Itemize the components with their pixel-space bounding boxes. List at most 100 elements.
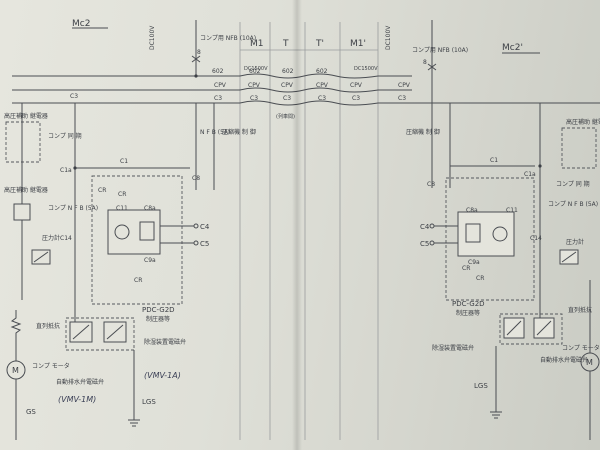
left-code-c8a: C8a — [144, 205, 156, 212]
left-nfb-5a: コンプ N F B (5A) — [48, 205, 98, 212]
right-code-c8a: C8a — [466, 207, 478, 214]
left-aux-contactor: 高圧補助 継電器 — [4, 112, 48, 120]
ground-icon — [490, 411, 502, 419]
left-code-c8: C8 — [192, 175, 200, 182]
gauge-needle — [561, 251, 577, 263]
controller-box — [91, 175, 183, 305]
right-relay-block — [465, 223, 481, 243]
column-header-t: T — [282, 39, 289, 49]
left-auto-valve-label: 自動排水弁電磁弁 — [56, 378, 104, 386]
left-section-title: Mc2 — [72, 19, 90, 29]
left-wire-cpv: CPV — [214, 82, 227, 89]
right-code-c1: C1 — [490, 157, 498, 164]
right-lgs: LGS — [474, 382, 488, 390]
gauge-needle — [33, 251, 49, 263]
right-code-c5: C5 — [420, 240, 429, 248]
left-code-c14: C14 — [60, 235, 72, 242]
valve-diagonals — [506, 320, 552, 336]
ground-icon — [128, 419, 140, 427]
right-series-note: 直列抵抗 — [568, 306, 592, 314]
terminal-c4 — [193, 223, 199, 229]
right-nfb-5a: コンプ N F B (5A) — [548, 201, 598, 208]
left-comp-stop: コンプ 同 期 — [48, 132, 82, 140]
junction-dot — [73, 166, 77, 170]
relay-block — [139, 221, 155, 241]
row-label-c3: C3 — [352, 95, 360, 102]
right-panel-mc2-prime: Mc2' DC100V コンプ用 NFB (10A) 8 圧縮機 制 御 C8 … — [385, 20, 600, 440]
right-section-title: Mc2' — [502, 43, 523, 53]
motor-symbol-m: M — [12, 366, 19, 375]
right-motor-label: コンプ モータ — [562, 344, 600, 352]
series-resistor — [10, 310, 22, 361]
left-code-c9a: C9a — [144, 257, 156, 264]
right-code-c8: C8 — [427, 181, 435, 188]
left-valve-label: 除湿装置電磁弁 — [144, 338, 186, 346]
right-wire-c3: C3 — [398, 95, 406, 102]
column-header-t-prime: T' — [315, 39, 324, 49]
left-cr-1: CR — [98, 187, 106, 194]
right-valve-label: 除湿装置電磁弁 — [432, 344, 474, 352]
junction-dot — [538, 164, 542, 168]
left-series-note: 直列抵抗 — [36, 322, 60, 330]
right-aux-contactor: 高圧補助 継電器 — [566, 118, 600, 126]
row-label-cpv: CPV — [350, 82, 363, 89]
left-auto-valve-handwritten: (VMV-1M) — [58, 395, 96, 404]
right-code-c1a: C1a — [524, 171, 536, 178]
right-pressure-gauge: 圧力計 — [566, 238, 584, 246]
left-controller-sub: 制圧器等 — [146, 315, 170, 323]
row-label-cpv: CPV — [248, 82, 261, 89]
right-breaker-code: 8 — [423, 59, 427, 66]
valve-diagonals — [72, 324, 124, 340]
motor-symbol-m: M — [586, 358, 593, 367]
row-label-cpv: CPV — [281, 82, 294, 89]
left-code-c11: C11 — [116, 205, 128, 212]
row-label-602: 602 — [316, 68, 328, 75]
row-label-602: 602 — [282, 68, 294, 75]
left-valve-handwritten: (VMV-1A) — [144, 371, 181, 380]
junction-dot — [194, 74, 198, 78]
right-breaker-top: コンプ用 NFB (10A) — [412, 47, 468, 54]
right-cr-2: CR — [476, 275, 484, 282]
right-auto-valve-label: 自動排水弁電磁弁 — [540, 356, 588, 364]
left-cr-3: CR — [134, 277, 142, 284]
right-controller: PDC-G2D — [452, 300, 485, 308]
transistor-symbol — [114, 224, 130, 240]
left-code-c4: C4 — [200, 223, 210, 231]
left-motor-label: コンプ モータ — [32, 362, 70, 370]
left-code-c5: C5 — [200, 240, 209, 248]
supply-m1-prime: DC1500V — [354, 66, 378, 72]
bus-602 — [12, 73, 412, 79]
left-lgs: LGS — [142, 398, 156, 406]
supply-m1: DC1500V — [244, 66, 268, 72]
right-pressure-relay: 圧縮機 制 御 — [406, 128, 440, 136]
terminal-c5 — [193, 240, 199, 246]
right-controller-sub: 制圧器等 — [456, 309, 480, 317]
row-label-c3: C3 — [283, 95, 291, 102]
breaker-symbol — [191, 55, 201, 63]
row-label-c3: C3 — [250, 95, 258, 102]
column-header-m1-prime: M1' — [350, 39, 366, 49]
page-fold-shadow — [292, 0, 302, 450]
left-pressure-sw: 圧縮機 制 御 — [222, 128, 256, 136]
left-cr-2: CR — [118, 191, 126, 198]
right-code-c14: C14 — [530, 235, 542, 242]
right-valve-dashed-group — [499, 313, 563, 345]
right-aux-relay-box — [561, 127, 597, 169]
column-header-m1: M1 — [250, 39, 264, 49]
right-terminal-c5 — [429, 240, 435, 246]
relay-coil — [13, 203, 31, 221]
left-breaker-top: コンプ用 NFB (10A) — [200, 35, 256, 42]
center-column-grid: M1 T T' M1' DC1500V DC1500V (列車間) — [239, 22, 379, 440]
left-wire-c3: C3 — [214, 95, 222, 102]
left-code-c1: C1 — [120, 158, 128, 165]
note-between-cars: (列車間) — [276, 113, 295, 120]
aux-relay-box — [5, 121, 41, 163]
left-code-602: 602 — [212, 68, 224, 75]
left-breaker-code: 8 — [197, 49, 201, 56]
left-side-code-c3: C3 — [70, 93, 78, 100]
right-cr-1: CR — [462, 265, 470, 272]
right-supply-label: DC100V — [385, 25, 392, 50]
train-lines: 602 602 602 CPV CPV CPV CPV C3 C3 C3 C3 … — [12, 68, 600, 106]
right-code-c4: C4 — [420, 223, 430, 231]
